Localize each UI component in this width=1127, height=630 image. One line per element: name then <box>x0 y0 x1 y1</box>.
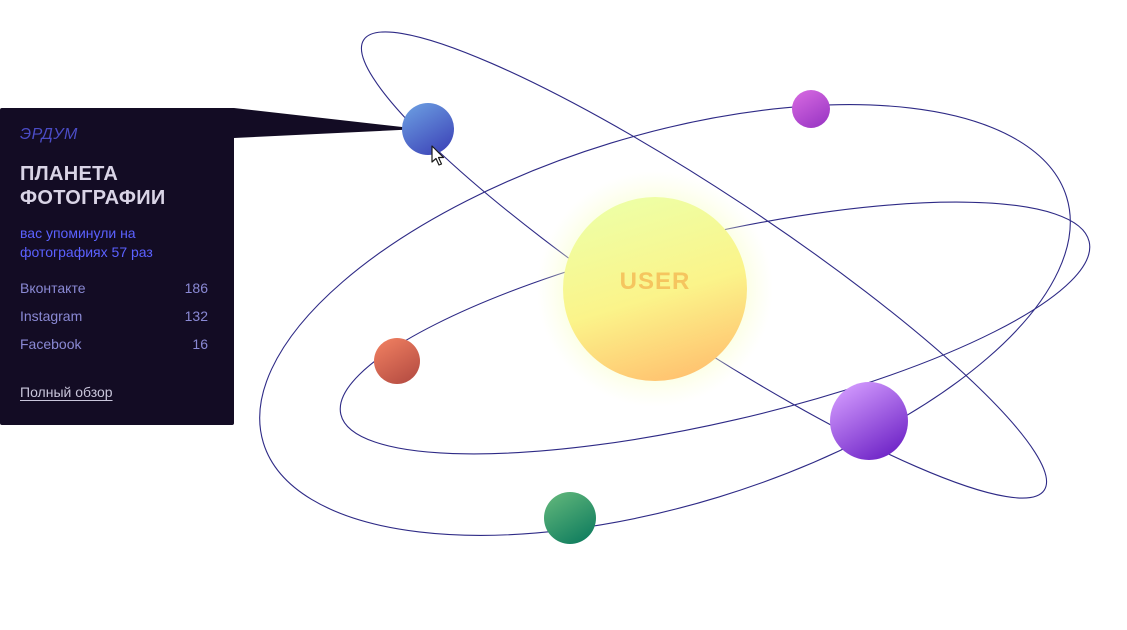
stat-value: 186 <box>184 280 208 296</box>
mention-text: вас упоминули на фотографиях 57 раз <box>20 225 153 260</box>
stat-row-facebook: Facebook 16 <box>20 330 208 358</box>
stat-label: Facebook <box>20 336 82 352</box>
stat-row-vkontakte: Вконтакте 186 <box>20 274 208 302</box>
mouse-cursor-icon <box>431 145 445 166</box>
full-review-link[interactable]: Полный обзор <box>20 384 113 400</box>
stat-value: 132 <box>184 308 208 324</box>
sun-label: USER <box>619 268 691 295</box>
brand-label: ЭРДУМ <box>20 126 78 143</box>
stat-label: Вконтакте <box>20 280 86 296</box>
magenta-planet[interactable] <box>792 90 830 128</box>
orbit-ring <box>259 104 1071 536</box>
stat-value: 16 <box>192 336 208 352</box>
orange-planet[interactable] <box>374 338 420 384</box>
tooltip-pointer <box>226 108 420 138</box>
purple-planet[interactable] <box>830 382 908 460</box>
photo-planet[interactable] <box>402 103 454 155</box>
planet-info-card: ЭРДУМ ПЛАНЕТА ФОТОГРАФИИ вас упоминули н… <box>0 108 234 425</box>
stats-list: Вконтакте 186 Instagram 132 Facebook 16 <box>20 274 208 358</box>
card-title: ПЛАНЕТА ФОТОГРАФИИ <box>20 163 166 209</box>
user-sun[interactable] <box>563 197 747 381</box>
green-planet[interactable] <box>544 492 596 544</box>
stat-row-instagram: Instagram 132 <box>20 302 208 330</box>
stat-label: Instagram <box>20 308 83 324</box>
